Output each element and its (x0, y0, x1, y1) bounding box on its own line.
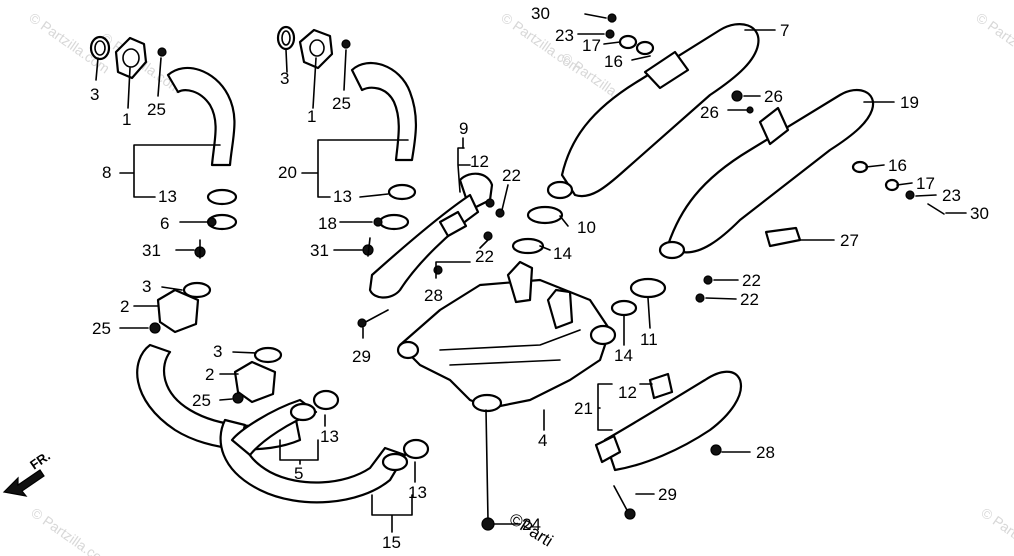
callout-25: 25 (192, 391, 211, 410)
callout-24: 24 (522, 515, 541, 534)
callout-22: 22 (742, 271, 761, 290)
callout-29: 29 (352, 347, 371, 366)
callout-29: 29 (658, 485, 677, 504)
muffler-7-group (511, 13, 760, 255)
callout-13: 13 (333, 187, 352, 206)
callout-26: 26 (700, 103, 719, 122)
callout-11: 11 (640, 330, 658, 349)
callout-3: 3 (142, 277, 151, 296)
callout-4: 4 (538, 431, 547, 450)
callout-27: 27 (840, 231, 859, 250)
callout-28: 28 (756, 443, 775, 462)
callout-31: 31 (142, 241, 161, 260)
callout-30: 30 (531, 4, 550, 23)
callout-1: 1 (122, 110, 131, 129)
callout-2: 2 (120, 297, 129, 316)
watermark: © Partzilla.com (28, 504, 114, 556)
front-direction-arrow: FR. (2, 448, 53, 497)
callout-5: 5 (294, 464, 303, 483)
muffler-19-group (610, 89, 945, 317)
callout-3: 3 (90, 85, 99, 104)
leader-lines (95, 13, 967, 533)
callout-3: 3 (280, 69, 289, 88)
callout-31: 31 (310, 241, 329, 260)
callout-16: 16 (888, 156, 907, 175)
callout-14: 14 (614, 346, 633, 365)
callout-30: 30 (970, 204, 989, 223)
callout-25: 25 (92, 319, 111, 338)
callout-14: 14 (553, 244, 572, 263)
callout-26: 26 (764, 87, 783, 106)
callout-9: 9 (459, 119, 468, 138)
callout-3: 3 (213, 342, 222, 361)
callout-20: 20 (278, 163, 297, 182)
callout-13: 13 (158, 187, 177, 206)
callout-17: 17 (582, 36, 601, 55)
exhaust-pipe-15-group (136, 281, 430, 504)
callout-16: 16 (604, 52, 623, 71)
callout-13: 13 (320, 427, 339, 446)
callout-12: 12 (618, 383, 637, 402)
callout-22: 22 (740, 290, 759, 309)
callout-28: 28 (424, 286, 443, 305)
bracket-9-group (357, 172, 505, 328)
callout-19: 19 (900, 93, 919, 112)
callout-23: 23 (942, 186, 961, 205)
exhaust-pipe-20-group (276, 25, 418, 257)
callout-10: 10 (577, 218, 596, 237)
callout-6: 6 (160, 214, 169, 233)
callout-22: 22 (502, 166, 521, 185)
watermark: © Partzilla.com (978, 504, 1014, 556)
callout-25: 25 (147, 100, 166, 119)
callout-21: 21 (574, 399, 593, 418)
watermark: © Partzilla.com (973, 9, 1014, 76)
front-label: FR. (27, 448, 53, 472)
collector-4-group (396, 260, 617, 531)
heat-shield-21-group (594, 370, 743, 520)
callout-13: 13 (408, 483, 427, 502)
callout-8: 8 (102, 163, 111, 182)
callout-15: 15 (382, 533, 401, 552)
callout-7: 7 (780, 21, 789, 40)
callout-12: 12 (470, 152, 489, 171)
callout-23: 23 (555, 26, 574, 45)
callout-25: 25 (332, 94, 351, 113)
callout-1: 1 (307, 107, 316, 126)
callout-22: 22 (475, 247, 494, 266)
callout-18: 18 (318, 214, 337, 233)
callout-2: 2 (205, 365, 214, 384)
callouts: 30 23 17 16 7 3 1 25 3 1 25 8 13 6 31 20… (90, 4, 989, 552)
callout-17: 17 (916, 174, 935, 193)
